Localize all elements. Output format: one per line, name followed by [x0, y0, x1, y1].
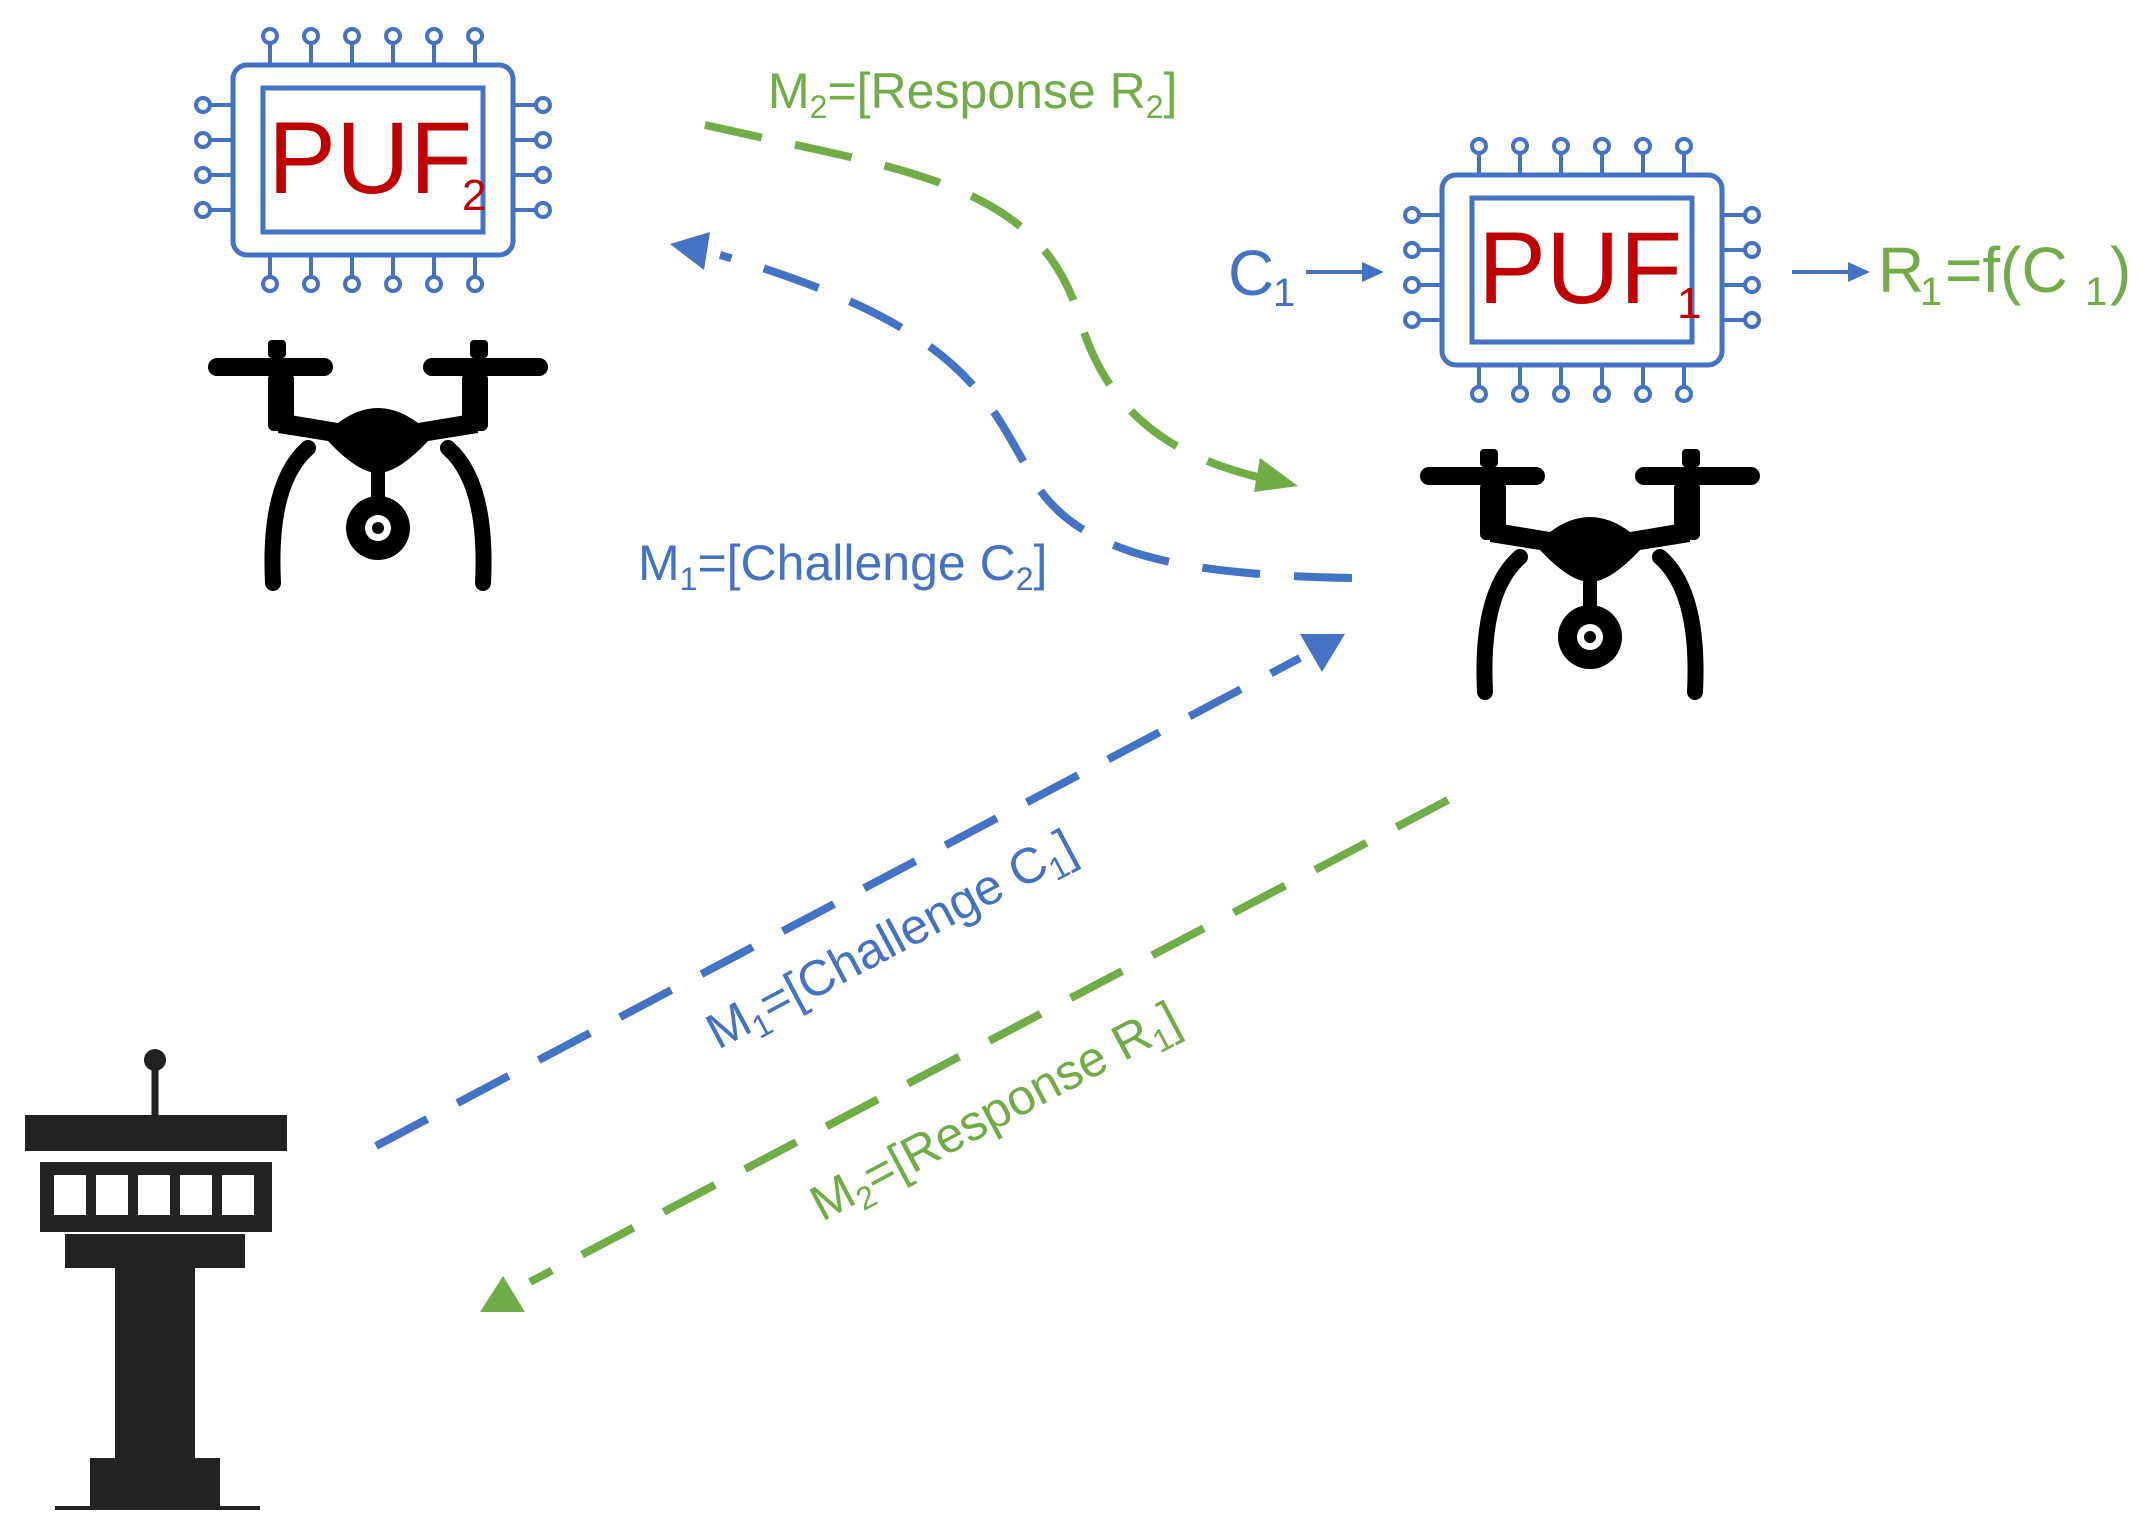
- message-text: =[Challenge C: [697, 535, 1015, 591]
- message-r-subscript: 2: [1146, 89, 1164, 125]
- output-c-subscript: 1: [2085, 270, 2107, 314]
- drone-icon: [208, 340, 548, 583]
- output-r-label: R: [1878, 234, 1924, 306]
- puf1-output: R 1 =f(C 1 ): [1792, 234, 2131, 314]
- arrow-m2-response-r2: [704, 121, 1298, 492]
- control-tower-icon: [25, 1049, 287, 1510]
- puf1-input: C 1: [1228, 237, 1384, 315]
- output-close: ): [2110, 234, 2131, 306]
- message-m: M: [638, 535, 680, 591]
- arrow-m1-challenge-c1: [374, 634, 1345, 1150]
- input-arrowhead: [1362, 262, 1384, 282]
- message-text: =[Response R: [827, 63, 1145, 119]
- message-m2-response-r1: M2=[Response R1]: [801, 990, 1192, 1237]
- output-function: =f(C: [1945, 234, 2068, 306]
- message-text: =[Challenge C: [749, 833, 1056, 1032]
- puf1-label-subscript: 1: [1677, 279, 1701, 328]
- puf2-chip: PUF 2: [196, 29, 550, 291]
- message-m: M: [697, 991, 760, 1060]
- drone-icon: [1420, 449, 1760, 692]
- message-m-subscript: 1: [680, 561, 698, 597]
- puf2-label: PUF: [268, 101, 472, 215]
- message-c-subscript: 2: [1016, 561, 1034, 597]
- message-close: ]: [1034, 535, 1048, 591]
- puf1-chip: PUF 1: [1405, 139, 1759, 401]
- puf1-label: PUF: [1478, 211, 1682, 325]
- arrow-m2-response-r1: [480, 796, 1450, 1312]
- input-c-label: C: [1228, 237, 1274, 309]
- output-r-subscript: 1: [1920, 270, 1942, 314]
- message-m-subscript: 2: [810, 89, 828, 125]
- puf2-label-subscript: 2: [462, 171, 486, 220]
- input-c-subscript: 1: [1273, 271, 1295, 315]
- message-m: M: [768, 63, 810, 119]
- message-close: ]: [1164, 63, 1178, 119]
- message-m: M: [801, 1163, 864, 1232]
- message-m1-challenge-c2: M1=[Challenge C2]: [638, 535, 1047, 597]
- message-m2-response-r2: M2=[Response R2]: [768, 63, 1177, 125]
- output-arrowhead: [1848, 262, 1870, 282]
- message-m1-challenge-c1: M1=[Challenge C1]: [697, 818, 1088, 1065]
- arrow-m1-challenge-c2: [670, 232, 1353, 582]
